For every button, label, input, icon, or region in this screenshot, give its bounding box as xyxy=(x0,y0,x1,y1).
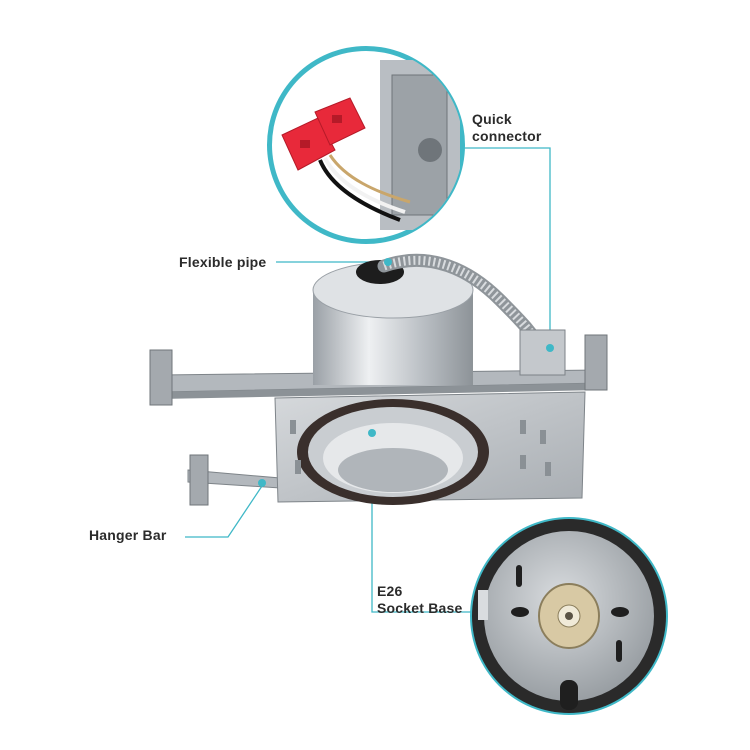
recessed-housing-illustration xyxy=(149,253,608,506)
socket-base-label-line2: Socket Base xyxy=(377,600,463,616)
flexible-pipe-label: Flexible pipe xyxy=(179,254,267,270)
hanger-bar-label: Hanger Bar xyxy=(89,527,167,543)
hanger-bar-leader xyxy=(185,485,263,538)
quick-connector-inset xyxy=(267,46,465,244)
mounting-plate xyxy=(274,391,586,505)
socket-base-label-line1: E26 xyxy=(377,583,403,599)
quick-connector-label-line1: Quick xyxy=(472,111,512,127)
quick-connector-label: Quick connector xyxy=(472,111,541,145)
socket-base-inset xyxy=(470,517,668,715)
junction-box xyxy=(519,329,566,376)
red-connector xyxy=(281,97,366,171)
housing-can xyxy=(312,260,474,385)
quick-connector-label-line2: connector xyxy=(472,128,542,144)
socket-base-label: E26 Socket Base xyxy=(377,583,462,617)
socket-base-illustration xyxy=(472,519,666,713)
quick-connector-leader xyxy=(435,147,551,345)
